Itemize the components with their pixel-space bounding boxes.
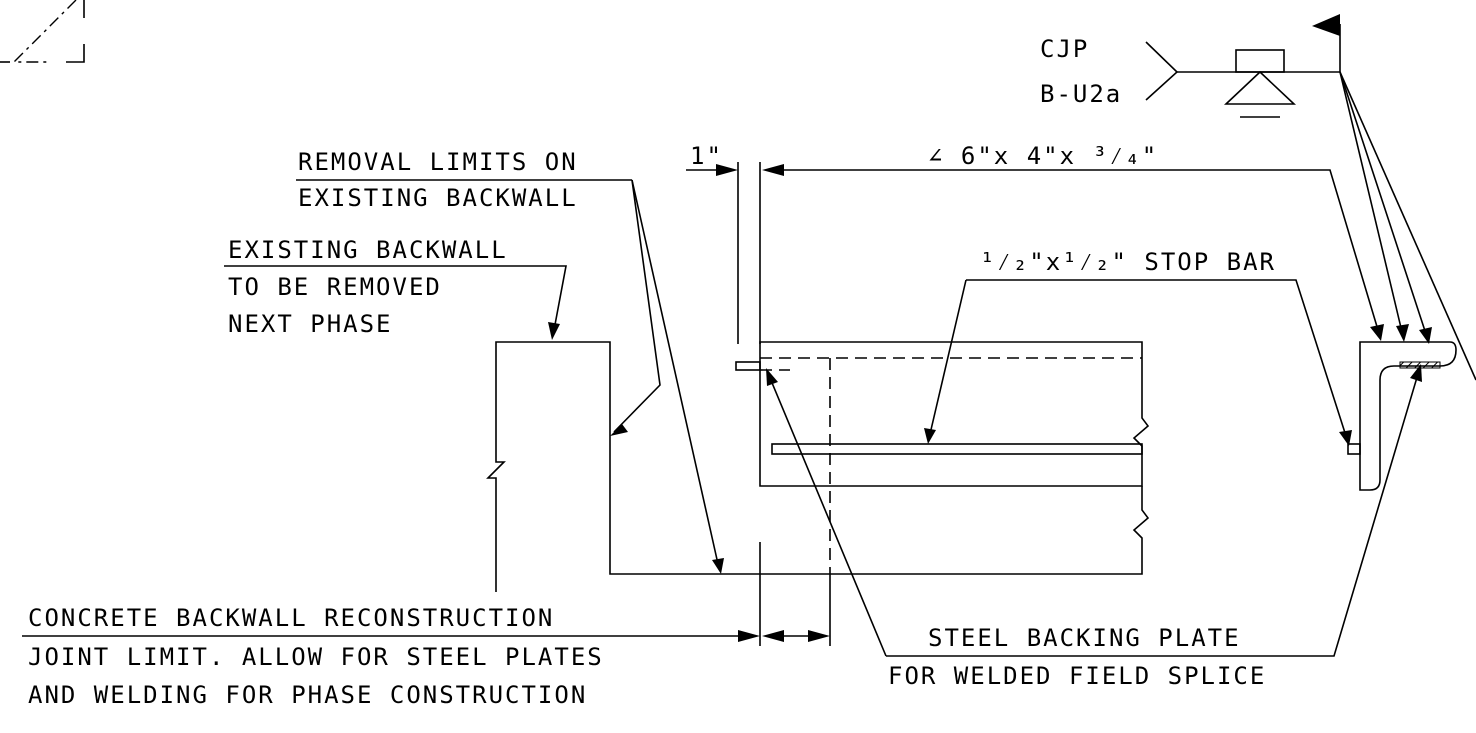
existing-backwall-text-1: EXISTING BACKWALL <box>228 236 508 264</box>
existing-backwall-text-3: NEXT PHASE <box>228 310 393 338</box>
removal-limits-callout: REMOVAL LIMITS ON EXISTING BACKWALL <box>296 148 724 574</box>
concrete-backwall-callout: CONCRETE BACKWALL RECONSTRUCTION JOINT L… <box>22 604 830 709</box>
weld-symbol: CJP B-U2a <box>1040 14 1476 381</box>
stop-bar-text: ¹⁄₂"x¹⁄₂" STOP BAR <box>980 248 1276 276</box>
removal-limits-text-2: EXISTING BACKWALL <box>298 184 578 212</box>
field-weld-flag-icon <box>1312 14 1340 36</box>
dimension-one-inch: 1" <box>686 142 784 344</box>
weld-backing-rectangle <box>1235 49 1285 73</box>
weld-leader-arrow-icon <box>1419 327 1432 344</box>
girder-section <box>735 341 1150 646</box>
stop-bar <box>771 443 1143 455</box>
weld-text-cjp: CJP <box>1040 35 1089 63</box>
angle-section <box>1347 341 1457 491</box>
weld-text-bu2a: B-U2a <box>1040 80 1122 108</box>
existing-backwall-text-2: TO BE REMOVED <box>228 273 442 301</box>
dim-one-inch-text: 1" <box>690 142 723 170</box>
weld-leader-arrow-icon <box>1396 324 1409 342</box>
existing-backwall-outline <box>486 341 1143 592</box>
angle-size-text: ∠ 6"x 4"x ³⁄₄" <box>928 142 1158 170</box>
stop-bar-callout: ¹⁄₂"x¹⁄₂" STOP BAR <box>924 248 1352 446</box>
corner-detail-fragment <box>0 0 85 63</box>
existing-backwall-callout: EXISTING BACKWALL TO BE REMOVED NEXT PHA… <box>224 236 567 340</box>
backing-plate-stub <box>735 361 761 371</box>
steel-backing-plate-callout: STEEL BACKING PLATE FOR WELDED FIELD SPL… <box>766 364 1422 690</box>
angle-leader: ∠ 6"x 4"x ³⁄₄" <box>782 142 1384 341</box>
concrete-text-1: CONCRETE BACKWALL RECONSTRUCTION <box>28 604 554 632</box>
removal-limits-text-1: REMOVAL LIMITS ON <box>298 148 578 176</box>
backing-plate-text-1: STEEL BACKING PLATE <box>928 624 1241 652</box>
backing-plate-text-2: FOR WELDED FIELD SPLICE <box>888 662 1266 690</box>
concrete-text-3: AND WELDING FOR PHASE CONSTRUCTION <box>28 681 587 709</box>
concrete-text-2: JOINT LIMIT. ALLOW FOR STEEL PLATES <box>28 643 604 671</box>
